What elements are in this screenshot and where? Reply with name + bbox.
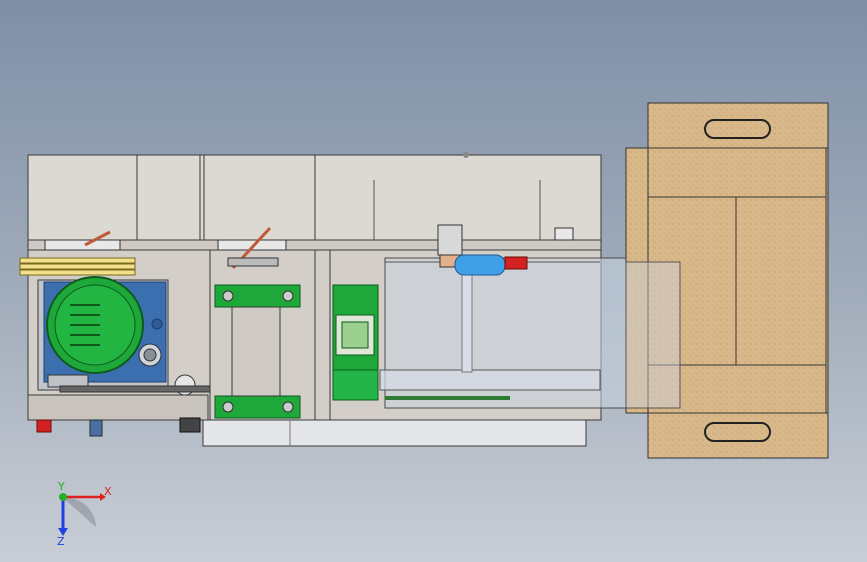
axis-triad[interactable]: X Y Z — [57, 480, 112, 548]
pneumatic-cylinder — [437, 224, 574, 276]
y-axis-label: Y — [57, 480, 65, 493]
top-brackets — [44, 226, 287, 270]
y-axis-marker — [59, 493, 67, 501]
middle-guide-module — [214, 284, 301, 419]
cardboard-box — [625, 102, 829, 459]
gear-motor — [332, 284, 379, 401]
left-drive-module — [19, 257, 211, 437]
z-axis-label: Z — [57, 535, 65, 548]
x-axis-label: X — [104, 485, 112, 498]
